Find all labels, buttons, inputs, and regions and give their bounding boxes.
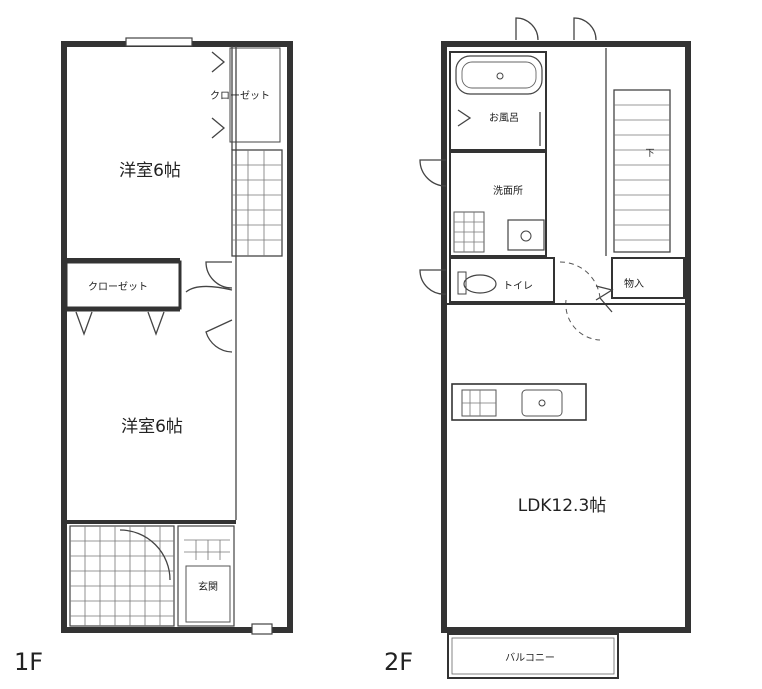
floor-2-outer-wall	[441, 41, 691, 633]
floor-1-outer-wall	[61, 41, 293, 633]
closet-door-left	[75, 311, 93, 336]
washroom-label: 洗面所	[493, 185, 523, 197]
stairs-down-mark: 下	[645, 149, 654, 159]
closet-top-box	[229, 47, 281, 143]
toilet-side-door	[419, 269, 447, 295]
bathroom-label: お風呂	[489, 112, 519, 124]
bathroom-box	[449, 51, 547, 151]
floor-2-plan: 下 お風呂 洗面所 トイレ 物入 LDK12.3帖 バルコニー 2F	[384, 17, 691, 679]
washbasin	[507, 219, 545, 251]
door-lower-room	[205, 319, 233, 353]
washroom-box	[449, 151, 547, 257]
door-upper-room	[205, 261, 233, 289]
floor-1-tiled-area	[69, 525, 175, 627]
toilet-bowl	[463, 274, 497, 294]
storage-box	[611, 257, 685, 299]
toilet-label: トイレ	[503, 281, 533, 292]
western-room-top-label: 洋室6帖	[119, 161, 181, 181]
floor-1-plan: クローゼット 洋室6帖 クローゼット 洋室6帖 玄関 1F	[14, 37, 293, 676]
closet-top-label: クローゼット	[210, 90, 270, 102]
western-room-bottom-label: 洋室6帖	[121, 417, 183, 437]
balcony-label: バルコニー	[505, 652, 555, 664]
top-door-right	[573, 17, 597, 41]
ldk-label: LDK12.3帖	[518, 496, 607, 516]
floor-1-top-window	[125, 37, 193, 47]
closet-door-right	[147, 311, 165, 336]
toilet-box	[449, 257, 555, 303]
storage-label: 物入	[624, 277, 644, 290]
washroom-side-door	[419, 159, 447, 187]
floor-1-label: 1F	[14, 648, 43, 676]
floor-2-stairs	[613, 89, 671, 253]
kitchen-sink	[521, 389, 563, 417]
balcony-box	[447, 633, 619, 679]
entrance-door	[251, 623, 273, 635]
closet-middle-box	[64, 260, 182, 310]
entrance-label: 玄関	[198, 580, 218, 593]
bathtub	[455, 55, 543, 95]
floor-1-entrance	[177, 525, 235, 627]
closet-middle-label: クローゼット	[88, 281, 148, 293]
floor-1-stairs	[231, 149, 283, 257]
floor-2-label: 2F	[384, 648, 413, 676]
top-door-left	[515, 17, 539, 41]
kitchen-counter	[451, 383, 587, 421]
